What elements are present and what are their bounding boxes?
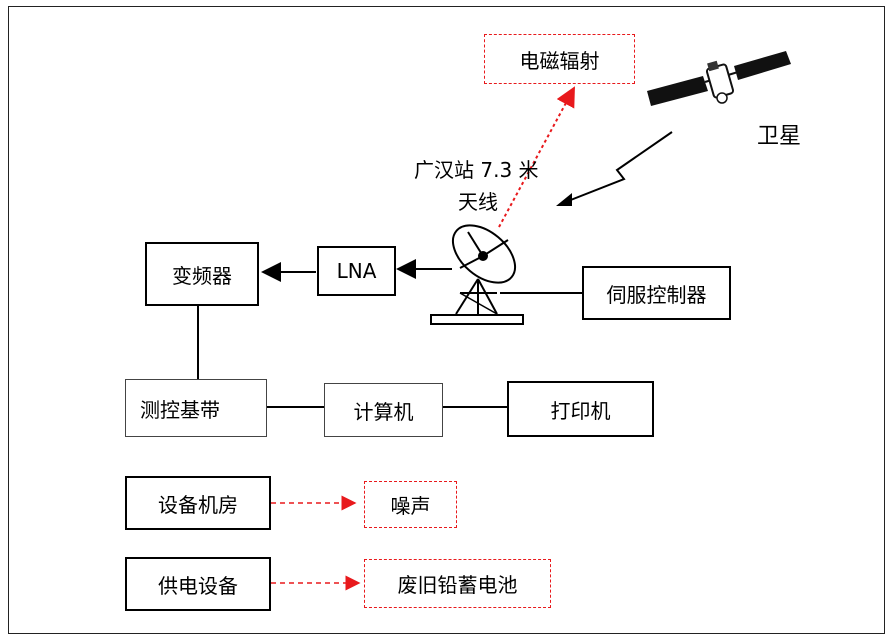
noise-box: 噪声	[364, 481, 457, 528]
antenna-dish-icon	[430, 224, 524, 325]
equipment-room-box: 设备机房	[125, 476, 271, 530]
printer-box: 打印机	[507, 381, 654, 437]
lna-box: LNA	[317, 246, 396, 296]
satellite-label: 卫星	[757, 124, 802, 149]
baseband-box: 测控基带	[125, 379, 267, 437]
emission-box: 电磁辐射	[484, 34, 635, 84]
battery-box: 废旧铅蓄电池	[364, 559, 551, 608]
diagram-frame	[8, 6, 885, 634]
antenna-label-line2: 天线	[458, 190, 498, 214]
satellite-icon	[647, 51, 791, 106]
servo-controller-box: 伺服控制器	[582, 266, 731, 320]
converter-box: 变频器	[145, 242, 259, 306]
antenna-label-line1: 广汉站 7.3 米	[414, 158, 539, 182]
computer-box: 计算机	[324, 383, 443, 437]
power-equipment-box: 供电设备	[125, 557, 271, 611]
emission-arrow	[498, 86, 575, 228]
signal-lightning-icon	[556, 131, 673, 206]
